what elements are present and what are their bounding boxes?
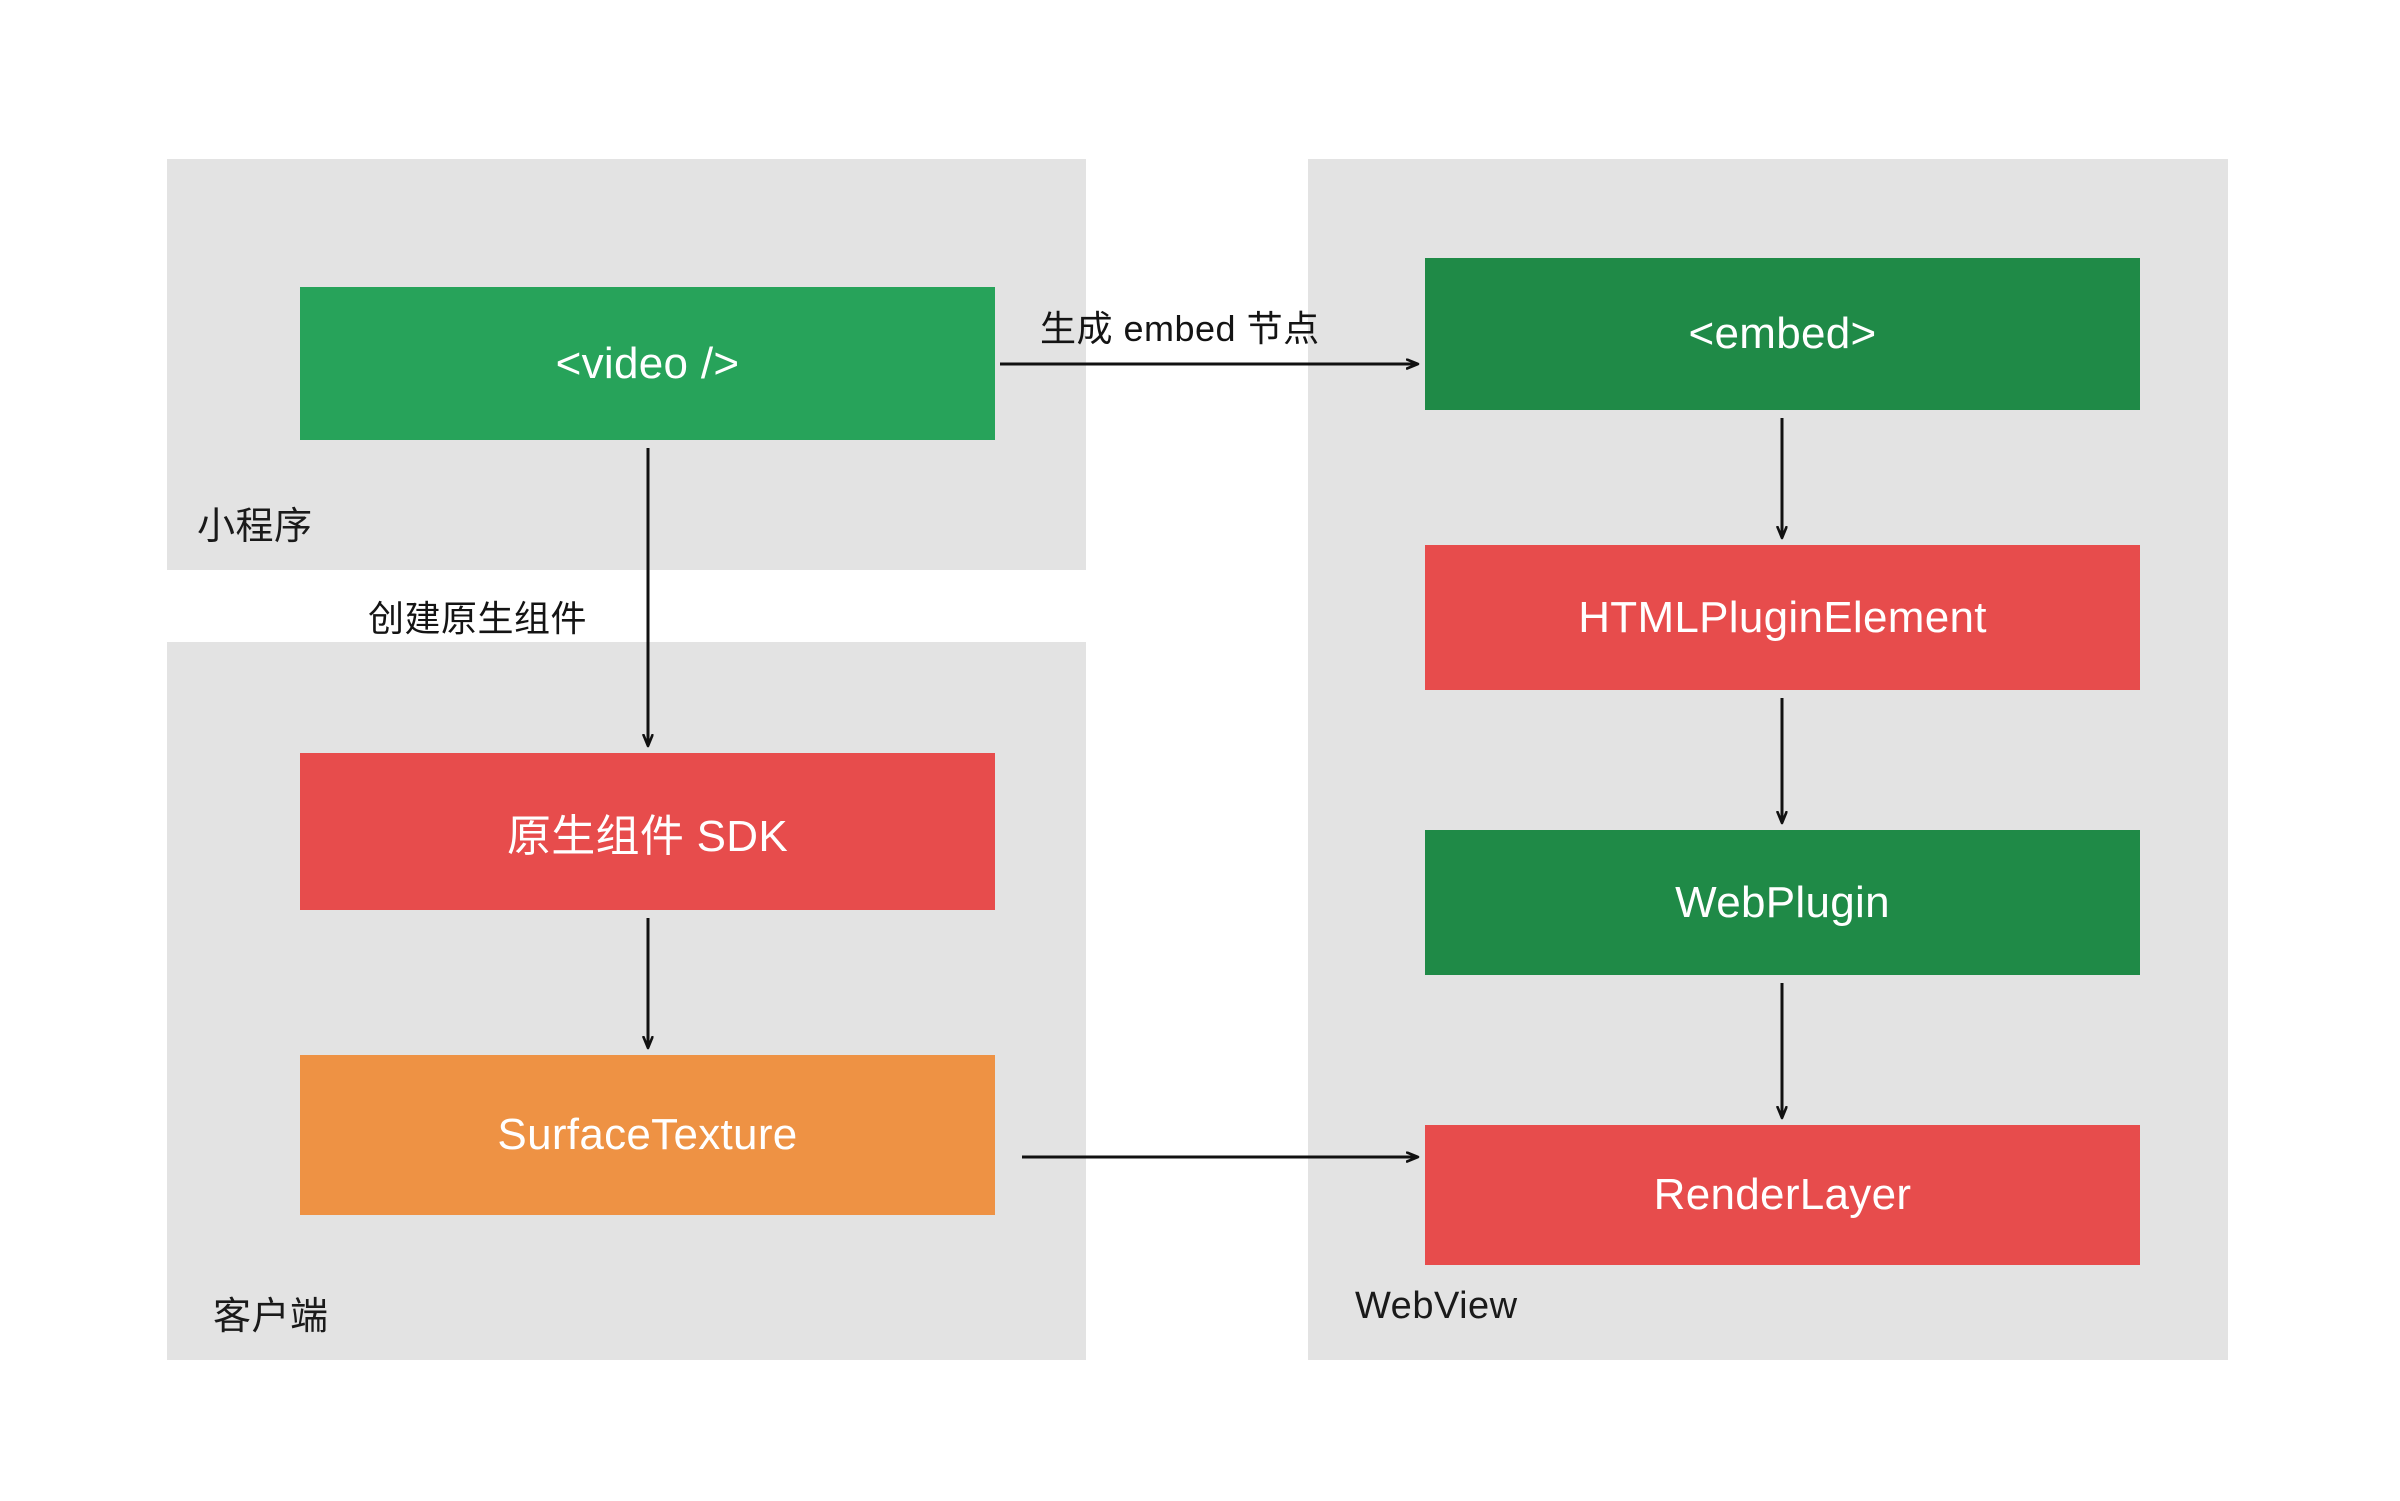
node-video[interactable]: <video />	[300, 287, 995, 440]
node-html-plugin-element[interactable]: HTMLPluginElement	[1425, 545, 2140, 690]
panel-client	[167, 642, 1086, 1360]
edge-label-create-native-component: 创建原生组件	[368, 598, 588, 639]
edge-label-generate-embed-node: 生成 embed 节点	[1040, 308, 1320, 349]
node-native-sdk[interactable]: 原生组件 SDK	[300, 753, 995, 910]
node-render-layer[interactable]: RenderLayer	[1425, 1125, 2140, 1265]
node-surface-texture[interactable]: SurfaceTexture	[300, 1055, 995, 1215]
node-embed[interactable]: <embed>	[1425, 258, 2140, 410]
node-web-plugin[interactable]: WebPlugin	[1425, 830, 2140, 975]
panel-label-client: 客户端	[213, 1296, 329, 1338]
panel-label-miniprogram: 小程序	[197, 506, 313, 548]
panel-label-webview: WebView	[1355, 1285, 1518, 1327]
